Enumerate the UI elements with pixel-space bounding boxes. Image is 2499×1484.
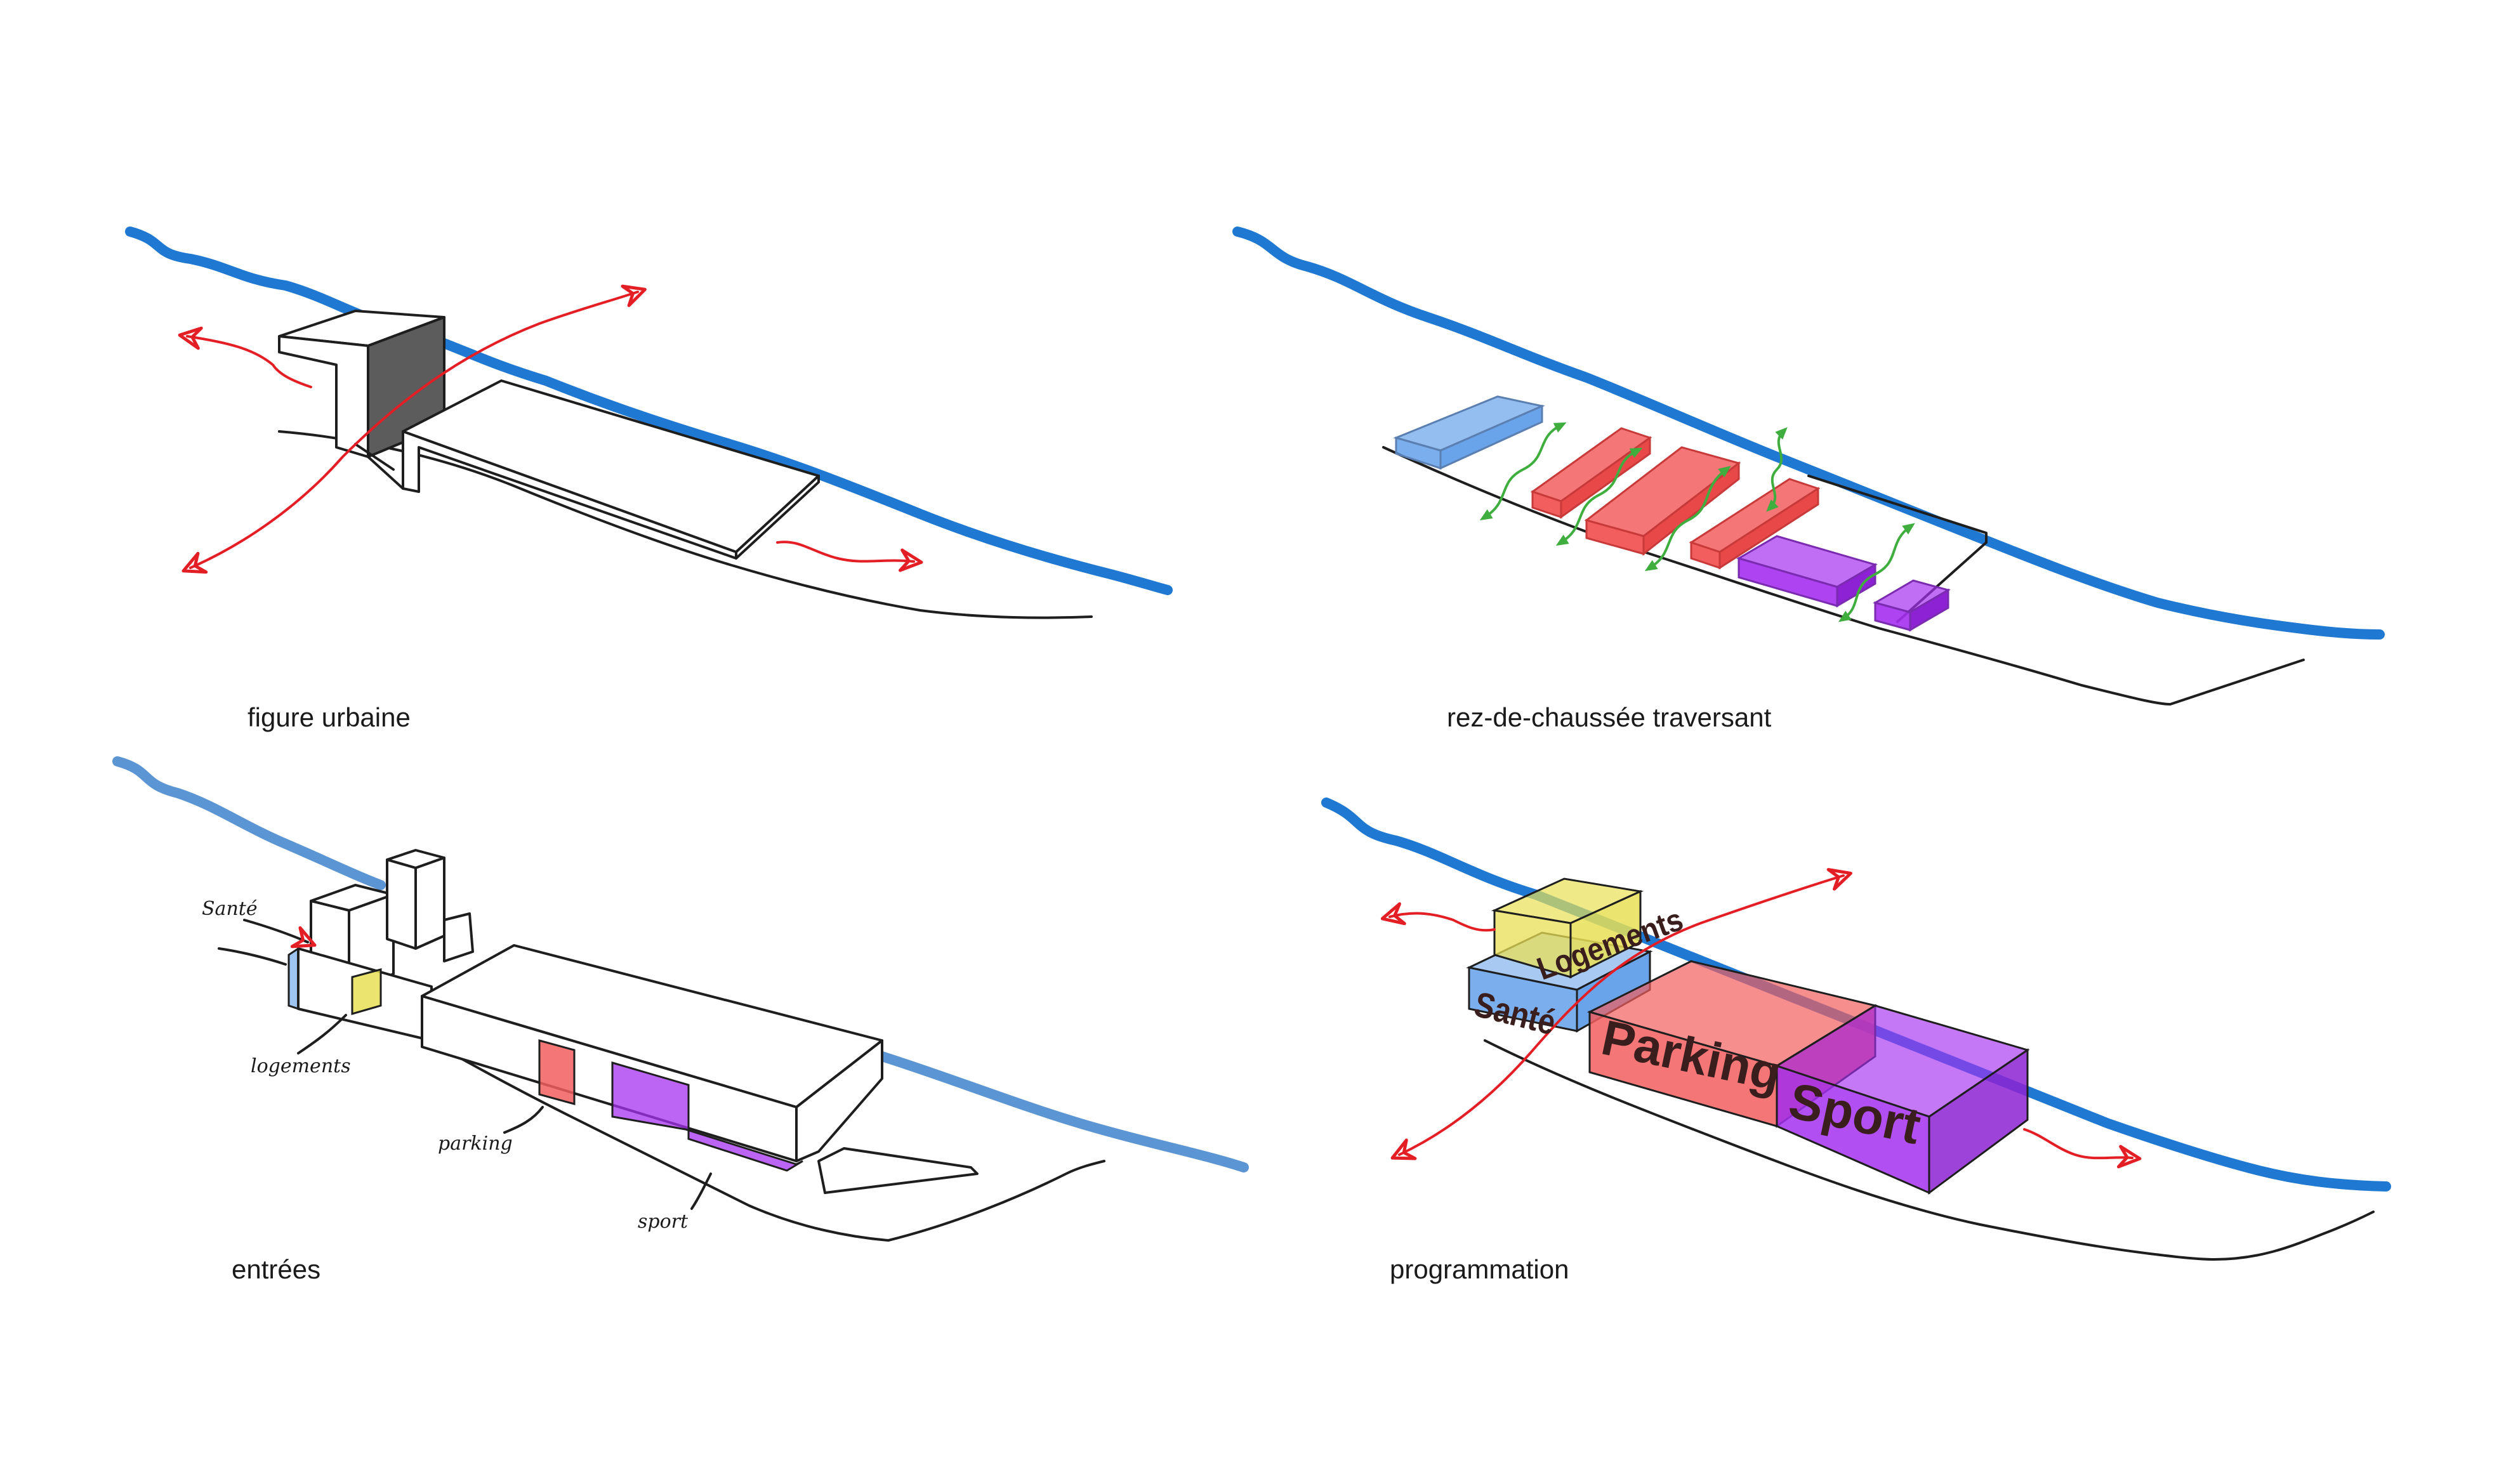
ramp — [817, 1147, 979, 1194]
caption-rez-de-chaussee: rez-de-chaussée traversant — [1447, 702, 1772, 732]
river — [112, 756, 386, 890]
sport-block-side — [1928, 1048, 2029, 1195]
axis-arrow-diagonal — [1390, 868, 1852, 1160]
axis-arrow-east — [776, 541, 923, 572]
flow-arrow-2 — [1555, 447, 1643, 546]
arrow-sport — [690, 1172, 712, 1210]
site-outline-east — [1807, 475, 1988, 623]
sport-block-small — [1873, 579, 1951, 632]
axis-arrow-diagonal — [181, 284, 647, 574]
axis-arrow-west — [178, 326, 312, 388]
flow-arrow-4 — [1766, 427, 1788, 512]
panel-rez-de-chaussee: rez-de-chaussée traversant — [1232, 227, 2385, 732]
tower2-side — [414, 857, 445, 950]
logements-entrance — [351, 968, 382, 1015]
river-east — [877, 1051, 1249, 1172]
flow-arrow-1 — [1479, 422, 1567, 521]
caption-entrees: entrées — [232, 1254, 320, 1284]
flow-arrow-5 — [1838, 523, 1915, 622]
tall-block-front — [278, 335, 369, 458]
river — [125, 227, 1173, 595]
sport-block-large — [1736, 535, 1878, 608]
main-box-side — [795, 1039, 883, 1162]
parking-entrance — [538, 1039, 576, 1105]
axis-arrow-east — [2023, 1128, 2142, 1169]
panel-entrees: Santé logements parking sport entrées — [112, 756, 1249, 1284]
sport-entrance — [611, 1061, 803, 1172]
annotation-sante: Santé — [202, 898, 258, 920]
sante-base-strip — [287, 947, 300, 1011]
tower2-front — [386, 858, 417, 950]
panel-programmation: Logements Santé Parking Sport programmat… — [1321, 798, 2391, 1284]
low-wing — [443, 912, 474, 962]
annotation-logements: logements — [251, 1055, 351, 1077]
arrow-logements — [297, 1014, 347, 1054]
caption-programmation: programmation — [1390, 1254, 1569, 1284]
axis-arrow-west — [1380, 902, 1496, 932]
arrow-parking — [503, 1106, 544, 1134]
caption-figure-urbaine: figure urbaine — [247, 702, 411, 732]
flow-arrow-3 — [1644, 466, 1731, 572]
arrow-sante-2 — [218, 947, 287, 966]
arrow-sante — [243, 919, 317, 949]
annotation-sport: sport — [638, 1211, 689, 1233]
panel-figure-urbaine: figure urbaine — [125, 227, 1173, 732]
annotation-parking: parking — [438, 1133, 513, 1155]
